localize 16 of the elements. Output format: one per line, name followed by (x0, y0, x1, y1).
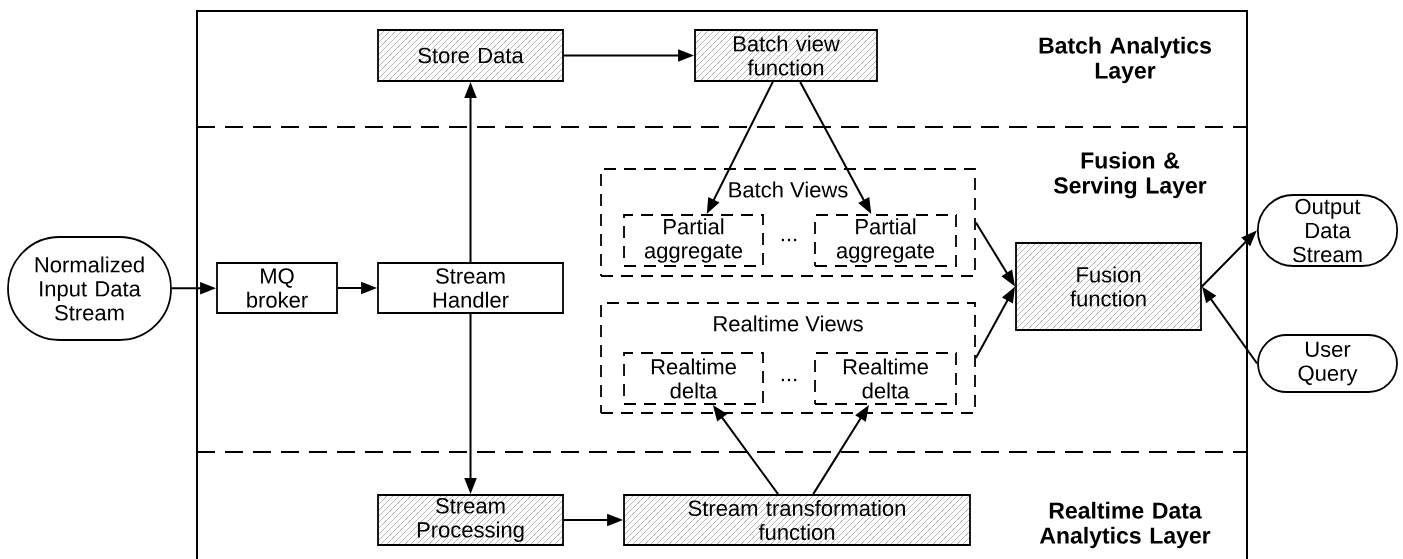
view-box: Partial aggregate (814, 214, 957, 267)
layer-title: Realtime Data Analytics Layer (1039, 501, 1211, 549)
view-box: Partial aggregate (623, 214, 764, 267)
process-box: Stream Processing (377, 494, 564, 546)
view-box: Realtime delta (814, 352, 957, 405)
process-box: MQ broker (216, 262, 338, 314)
process-box: Stream transformation function (623, 494, 971, 546)
process-box: Batch view function (694, 29, 878, 82)
layer-title: Fusion & Serving Layer (1053, 151, 1207, 199)
ellipsis: ... (781, 238, 797, 242)
process-box: Fusion function (1015, 242, 1202, 331)
process-box: Store Data (377, 29, 564, 82)
layer-title: Batch Analytics Layer (1039, 36, 1211, 84)
process-box: Stream Handler (377, 262, 564, 314)
view-box: Realtime delta (623, 352, 764, 405)
ellipsis: ... (781, 378, 797, 382)
